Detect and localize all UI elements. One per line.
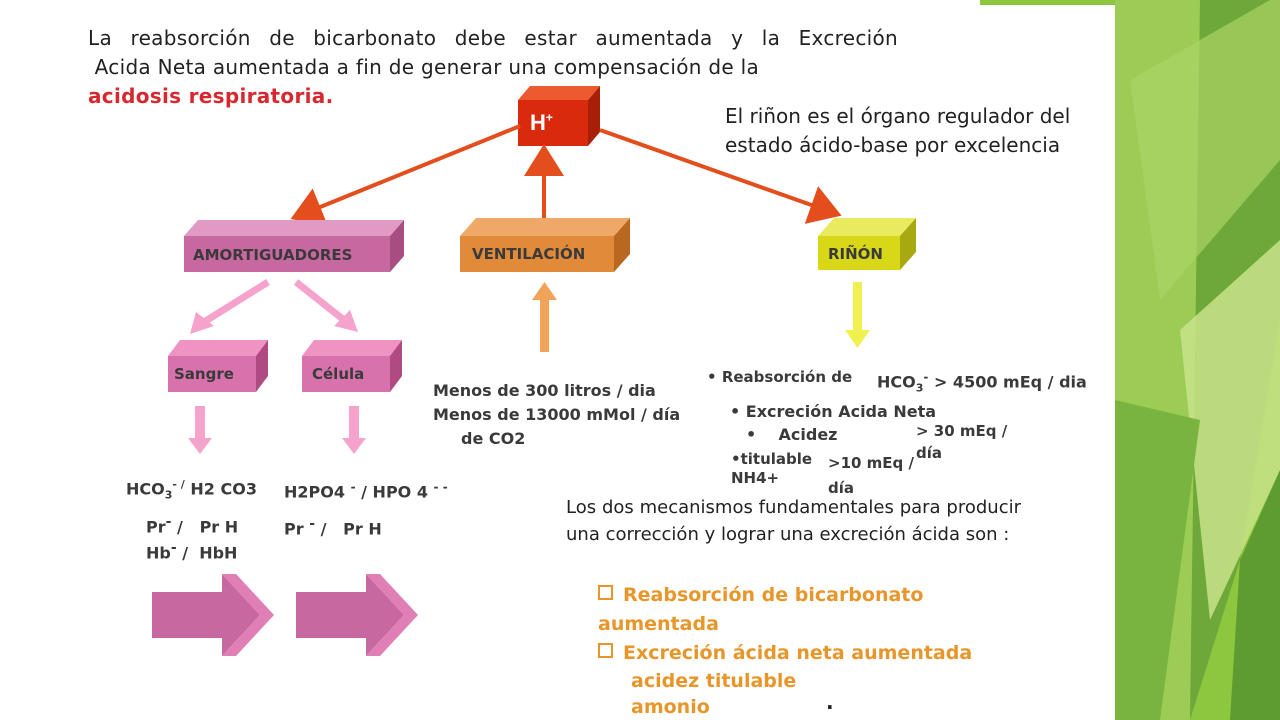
hplus-cube xyxy=(518,86,600,146)
intro-line-1: La reabsorción de bicarbonato debe estar… xyxy=(88,26,898,50)
celula-protein-pair: Pr - / Pr H xyxy=(284,516,382,539)
mechanisms-intro: Los dos mecanismos fundamentales para pr… xyxy=(566,497,1021,545)
intro-text: La reabsorción de bicarbonato debe estar… xyxy=(88,24,898,111)
ventilacion-box xyxy=(460,218,630,272)
pink-arrow-to-celula xyxy=(293,279,358,332)
mechanism-sub-1: acidez titulable xyxy=(631,670,797,692)
rinon-acidez-value: > 30 mEq / xyxy=(916,422,1008,440)
mechanism-item-2: Excreción ácida neta aumentada xyxy=(598,642,972,664)
sangre-label: Sangre xyxy=(174,365,234,383)
celula-box xyxy=(302,340,402,392)
hplus-label: H+ xyxy=(530,110,553,135)
pink-down-arrow-celula xyxy=(342,406,366,454)
sangre-protein-pair: Pr- / Pr H xyxy=(146,514,239,537)
arrow-to-rinon xyxy=(599,128,842,224)
rinon-bullet-excrecion: • Excreción Acida Neta xyxy=(730,402,937,421)
checkbox-square-icon xyxy=(598,643,613,658)
sangre-box xyxy=(168,340,268,392)
pink-arrow-to-sangre xyxy=(190,279,270,334)
mechanism-item-1-cont: aumentada xyxy=(598,613,719,635)
amortiguadores-box xyxy=(184,220,404,272)
rinon-titulable-unit: día xyxy=(828,479,855,497)
ventilacion-line-3: de CO2 xyxy=(461,429,526,448)
rinon-note-line-1: El riñon es el órgano regulador del xyxy=(725,104,1071,128)
intro-line-2: Acida Neta aumentada a fin de generar un… xyxy=(88,55,760,79)
ventilacion-label: VENTILACIÓN xyxy=(472,245,586,263)
rinon-acidez-unit: día xyxy=(916,444,943,462)
arrow-to-amortiguadores xyxy=(290,124,521,226)
rinon-note: El riñon es el órgano regulador del esta… xyxy=(725,102,1105,160)
rinon-box xyxy=(818,218,916,270)
rinon-bullet-titulable: •titulable xyxy=(731,450,813,468)
rinon-bullet-reabsorcion: • Reabsorción de xyxy=(707,368,853,386)
orange-up-arrow xyxy=(532,282,557,352)
ventilacion-line-1: Menos de 300 litros / dia xyxy=(433,381,656,400)
checkbox-square-icon xyxy=(598,585,613,600)
rinon-hco3-value: HCO3- > 4500 mEq / dia xyxy=(877,370,1087,395)
sangre-bicarbonate-pair: HCO3- / H2 CO3 xyxy=(126,478,257,502)
block-arrow-2 xyxy=(296,574,418,656)
mechanism-item-1: Reabsorción de bicarbonato xyxy=(598,584,923,606)
rinon-bullet-acidez: • Acidez xyxy=(746,425,838,444)
sangre-hemoglobin-pair: Hb- / HbH xyxy=(146,540,238,563)
mechanism-sub-2: amonio xyxy=(631,696,710,718)
rinon-titulable-value: >10 mEq / xyxy=(828,454,914,472)
celula-label: Célula xyxy=(312,365,365,383)
rinon-nh4: NH4+ xyxy=(731,469,780,487)
yellow-down-arrow xyxy=(845,282,870,348)
rinon-label: RIÑÓN xyxy=(828,245,883,263)
block-arrow-1 xyxy=(152,574,274,656)
green-decoration xyxy=(980,0,1280,720)
trailing-dot: . xyxy=(826,690,834,714)
rinon-note-line-2: estado ácido-base por excelencia xyxy=(725,133,1061,157)
amortiguadores-label: AMORTIGUADORES xyxy=(193,246,353,264)
celula-phosphate-pair: H2PO4 - / HPO 4 - - xyxy=(284,480,448,502)
pink-down-arrow-sangre xyxy=(188,406,212,454)
ventilacion-details: Menos de 300 litros / dia Menos de 13000… xyxy=(433,379,680,451)
intro-line-3: acidosis respiratoria. xyxy=(88,84,334,108)
ventilacion-line-2: Menos de 13000 mMol / día xyxy=(433,405,681,424)
